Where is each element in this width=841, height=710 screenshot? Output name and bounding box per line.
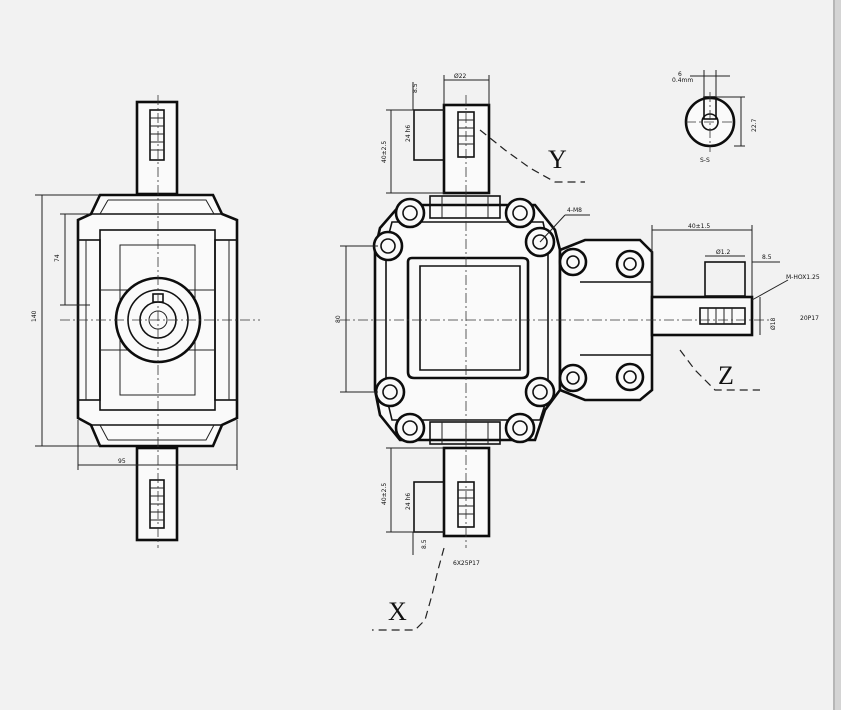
dim-shaft-top-small: 8.5 [412,83,419,93]
dim-side-thread: M-HOX1.25 [786,274,820,281]
front-bottom-shaft [442,446,491,538]
dim-left-height-inner: 74 [54,254,61,262]
dim-side-shaft-dia: Ø18 [770,317,777,330]
front-bolt-holes [372,197,556,444]
section-key-width: 6 [678,71,682,78]
dim-side-height: 80 [335,315,342,323]
front-view: 80 40±2.5 8.5 Ø22 24 h6 40±2.5 8.5 24 h6… [335,73,820,631]
left-top-shaft [135,100,179,196]
dim-shaft-bottom-small: 8.5 [421,539,428,549]
dim-left-width: 95 [118,458,126,465]
scrollbar-track[interactable] [833,0,841,710]
dim-side-small: 8.5 [762,254,772,261]
bottom-callout: 6X25P17 [453,560,480,567]
section-height: 22.7 [751,118,758,132]
left-bottom-shaft [135,446,179,542]
front-top-shaft [442,103,491,195]
view-label-x: X [388,597,407,626]
hole-callout: 4-M8 [567,207,582,214]
dim-side-dia: Ø1.2 [716,249,730,256]
front-side-shaft [650,295,754,337]
view-label-z: Z [718,361,734,390]
dim-shaft-top-dia: Ø22 [454,73,467,80]
dim-shaft-top: 40±2.5 [381,141,388,163]
dim-shaft-bottom: 40±2.5 [381,483,388,505]
dim-side-key: 20P17 [800,315,819,322]
view-label-y: Y [548,145,567,174]
dim-side-length: 40±1.5 [688,223,710,230]
dim-left-height-outer: 140 [31,310,38,322]
section-view: 6 0.4mm 22.7 S-S [672,70,758,164]
dim-shaft-bottom-key: 24 h6 [405,493,412,510]
section-key-width-tol: 0.4mm [672,77,693,84]
dim-shaft-top-key: 24 h6 [405,125,412,142]
section-label: S-S [700,157,710,164]
left-view: 140 74 95 [31,95,260,548]
